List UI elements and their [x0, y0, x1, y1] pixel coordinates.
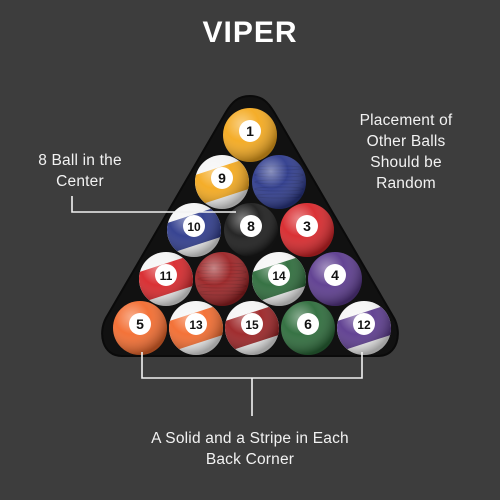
ball-number-label: 9 — [218, 170, 226, 186]
ball-number-label: 12 — [357, 318, 371, 332]
back-corners-label: A Solid and a Stripe in Each Back Corner — [151, 430, 349, 468]
other-balls-label: Placement of Other Balls Should be Rando… — [359, 112, 453, 192]
ball-number-label: 5 — [136, 316, 144, 332]
ball-number-label: 10 — [187, 220, 201, 234]
ball-15: 15 — [221, 301, 283, 355]
ball-6: 6 — [281, 301, 335, 355]
ball-9: 9 — [191, 155, 253, 209]
ball-11: 11 — [135, 252, 197, 306]
ball-number-label: 13 — [189, 318, 203, 332]
ball-12: 12 — [333, 301, 395, 355]
logo-text: VIPER — [202, 16, 297, 49]
balls-group: 1 9 10 8 3 11 14 4 5 13 15 6 12 — [113, 108, 395, 355]
ball-13: 13 — [165, 301, 227, 355]
ball-number-label: 4 — [331, 267, 339, 283]
ball-number-label: 11 — [160, 269, 173, 283]
ball-number-label: 15 — [245, 318, 259, 332]
ball-3: 3 — [280, 203, 334, 257]
ball-1: 1 — [223, 108, 277, 162]
ball-solid-blue — [252, 155, 306, 209]
ball-5: 5 — [113, 301, 167, 355]
ball-8: 8 — [224, 203, 278, 257]
viper-logo: VIPER — [202, 16, 297, 49]
ball-solid-maroon — [195, 252, 249, 306]
ball-number-label: 1 — [246, 123, 254, 139]
ball-14: 14 — [248, 252, 310, 306]
ball-number-label: 8 — [247, 218, 255, 234]
ball-number-label: 6 — [304, 316, 312, 332]
ball-number-label: 3 — [303, 218, 311, 234]
ball-4: 4 — [308, 252, 362, 306]
eight-ball-center-label: 8 Ball in the Center — [38, 152, 122, 190]
eight-ball-leader-line — [71, 196, 236, 213]
ball-number-label: 14 — [272, 269, 286, 283]
ball-10: 10 — [163, 203, 225, 257]
